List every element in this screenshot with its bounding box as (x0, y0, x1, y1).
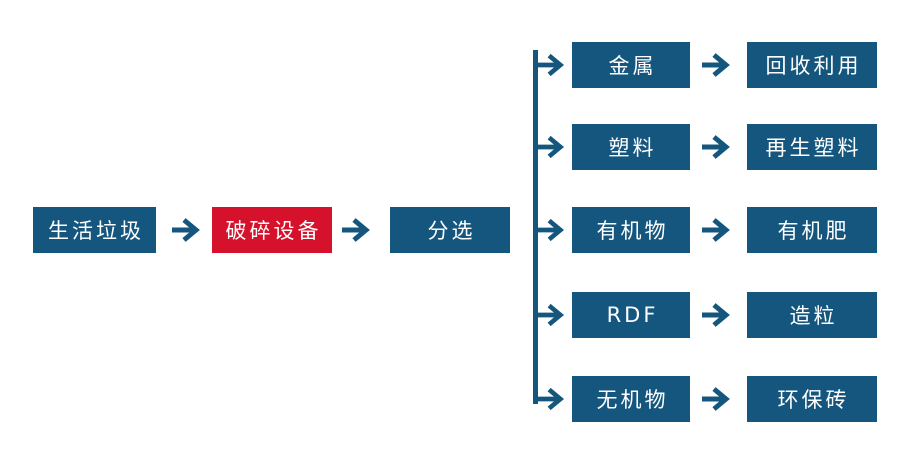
node-metal: 金属 (572, 42, 690, 88)
branch-arrow-icon (536, 135, 565, 159)
arrow-right-icon (702, 303, 730, 327)
node-plastic: 塑料 (572, 124, 690, 170)
branch-arrow-icon (536, 303, 565, 327)
arrow-right-icon (702, 218, 730, 242)
node-granulation: 造粒 (747, 292, 877, 338)
arrow-right-icon (702, 135, 730, 159)
arrow-right-icon (172, 218, 200, 242)
branch-arrow-icon (536, 387, 565, 411)
branch-arrow-icon (536, 218, 565, 242)
arrow-right-icon (342, 218, 370, 242)
node-sorting: 分选 (390, 207, 510, 253)
node-inorganic-matter: 无机物 (572, 376, 690, 422)
arrow-right-icon (702, 387, 730, 411)
node-organic-matter: 有机物 (572, 207, 690, 253)
node-recycling-use: 回收利用 (747, 42, 877, 88)
branch-trunk-line (533, 50, 538, 404)
arrow-right-icon (702, 53, 730, 77)
node-recycled-plastic: 再生塑料 (747, 124, 877, 170)
node-organic-fertilizer: 有机肥 (747, 207, 877, 253)
node-crushing-equipment: 破碎设备 (212, 207, 332, 253)
branch-arrow-icon (536, 53, 565, 77)
node-eco-brick: 环保砖 (747, 376, 877, 422)
node-household-waste: 生活垃圾 (33, 207, 156, 253)
node-rdf: RDF (572, 292, 690, 338)
